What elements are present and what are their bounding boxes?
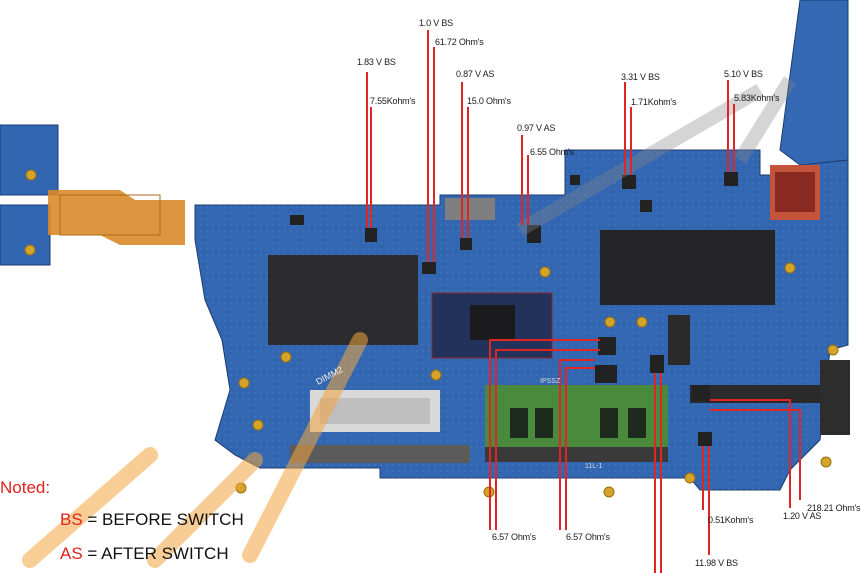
label-11v98-bs: 11.98 V BS [695,558,738,568]
label-3v31-bs: 3.31 V BS [621,72,660,82]
ram-code: 11L-1 [585,463,602,470]
gpu-shield [268,255,418,345]
label-6-55-ohm: 6.55 Ohm's [530,147,574,157]
label-6-57-ohm-b: 6.57 Ohm's [566,532,610,542]
label-0v97-as: 0.97 V AS [517,123,556,133]
legend-bs-text: = BEFORE SWITCH [82,510,244,529]
label-1v83-bs: 1.83 V BS [357,57,396,67]
label-5v10-bs: 5.10 V BS [724,69,763,79]
ssd-shield [600,230,775,305]
ram-module [485,385,668,462]
legend-as-text: = AFTER SWITCH [82,544,229,563]
watermark-dark [516,76,796,237]
card-slot [820,360,850,435]
legend-as: AS = AFTER SWITCH [60,544,229,564]
label-0-51k-ohm: 0.51Kohm's [708,515,754,525]
label-61-72-ohm: 61.72 Ohm's [435,37,484,47]
legend-as-key: AS [60,544,83,563]
legend-bs-key: BS [60,510,83,529]
label-5-83k-ohm: 5.83Kohm's [734,93,780,103]
label-6-57-ohm-a: 6.57 Ohm's [492,532,536,542]
label-218-21-ohm: 218.21 Ohm's [807,503,860,513]
label-7-55k-ohm: 7.55Kohm's [370,96,416,106]
watermark [22,332,368,568]
label-1-71k-ohm: 1.71Kohm's [631,97,677,107]
flex-cable [48,190,185,245]
dimm-slot [290,445,470,463]
label-1v0-bs: 1.0 V BS [419,18,453,28]
label-0v87-as: 0.87 V AS [456,69,495,79]
noted-heading: Noted: [0,478,51,497]
cpu-die [470,305,515,340]
label-15-0-ohm: 15.0 Ohm's [467,96,511,106]
ram-label: IPSSZ [540,378,561,385]
label-1v20-as: 1.20 V AS [783,511,822,521]
legend-bs: BS = BEFORE SWITCH [60,510,244,530]
